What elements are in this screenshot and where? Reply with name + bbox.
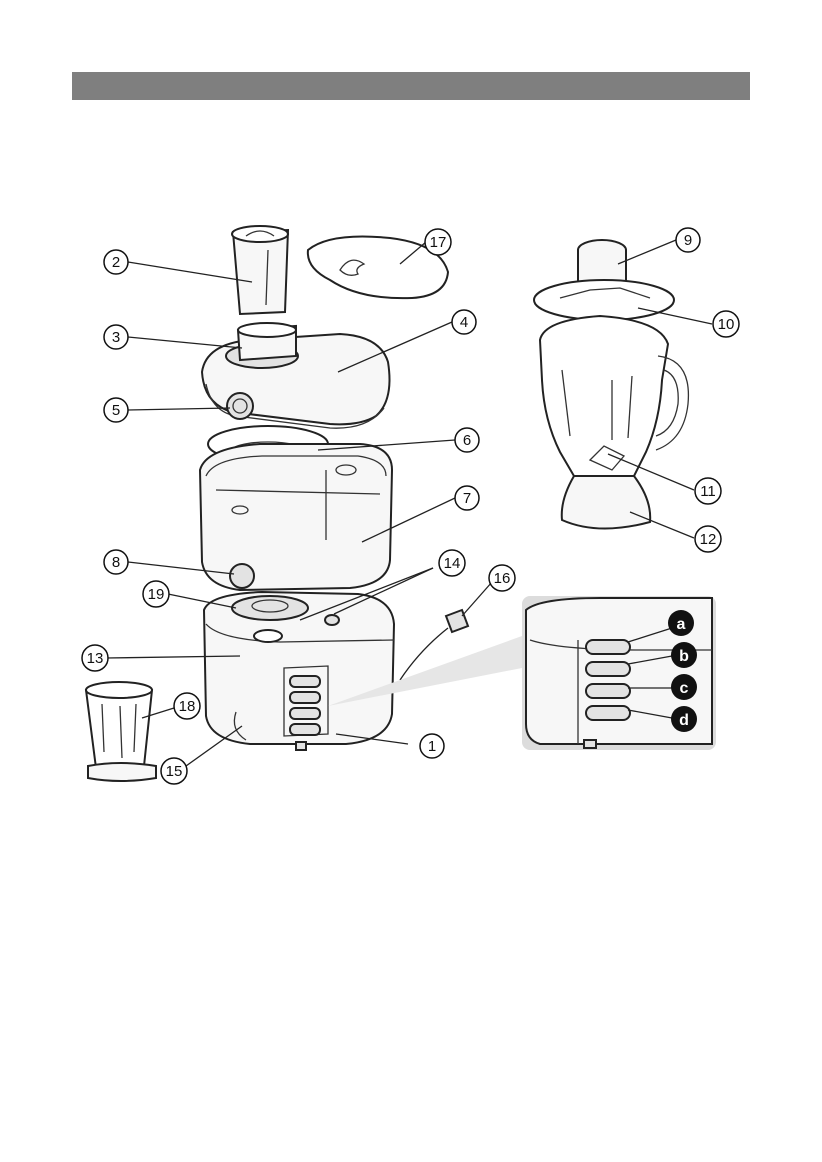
callout-7: 7 — [455, 486, 479, 510]
svg-text:12: 12 — [700, 531, 717, 548]
callout-3: 3 — [104, 325, 128, 349]
svg-text:b: b — [679, 648, 689, 665]
callout-6: 6 — [455, 428, 479, 452]
svg-text:5: 5 — [112, 402, 120, 419]
svg-text:15: 15 — [166, 763, 183, 780]
svg-text:4: 4 — [460, 314, 468, 331]
svg-text:1: 1 — [428, 738, 436, 755]
callout-19: 19 — [143, 581, 169, 607]
callout-17: 17 — [425, 229, 451, 255]
knob — [230, 564, 254, 588]
lid — [202, 323, 390, 428]
callout-2: 2 — [104, 250, 128, 274]
svg-text:a: a — [677, 616, 686, 633]
callout-4: 4 — [452, 310, 476, 334]
svg-text:11: 11 — [700, 483, 716, 500]
blender-jug — [534, 240, 688, 529]
callout-5: 5 — [104, 398, 128, 422]
motor-base — [204, 592, 394, 750]
speed-badge-a: a — [668, 610, 694, 636]
bowl — [200, 444, 392, 590]
svg-text:3: 3 — [112, 329, 120, 346]
svg-text:13: 13 — [87, 650, 104, 667]
svg-text:19: 19 — [148, 586, 165, 603]
callout-18: 18 — [174, 693, 200, 719]
svg-text:c: c — [680, 680, 689, 697]
callout-9: 9 — [676, 228, 700, 252]
callout-15: 15 — [161, 758, 187, 784]
svg-text:8: 8 — [112, 554, 120, 571]
svg-text:10: 10 — [718, 316, 735, 333]
speed-badge-c: c — [671, 674, 697, 700]
callout-1: 1 — [420, 734, 444, 758]
callout-14: 14 — [439, 550, 465, 576]
svg-text:d: d — [679, 712, 689, 729]
speed-badge-d: d — [671, 706, 697, 732]
svg-text:2: 2 — [112, 254, 120, 271]
svg-text:7: 7 — [463, 490, 471, 507]
callout-10: 10 — [713, 311, 739, 337]
callout-8: 8 — [104, 550, 128, 574]
callout-13: 13 — [82, 645, 108, 671]
cup — [86, 682, 156, 781]
callout-12: 12 — [695, 526, 721, 552]
pusher — [232, 226, 288, 314]
svg-text:18: 18 — [179, 698, 196, 715]
callout-16: 16 — [489, 565, 515, 591]
svg-text:14: 14 — [444, 555, 461, 572]
svg-text:6: 6 — [463, 432, 471, 449]
svg-text:16: 16 — [494, 570, 511, 587]
callout-11: 11 — [695, 478, 721, 504]
svg-text:9: 9 — [684, 232, 692, 249]
svg-text:17: 17 — [430, 234, 447, 251]
speed-badge-b: b — [671, 642, 697, 668]
